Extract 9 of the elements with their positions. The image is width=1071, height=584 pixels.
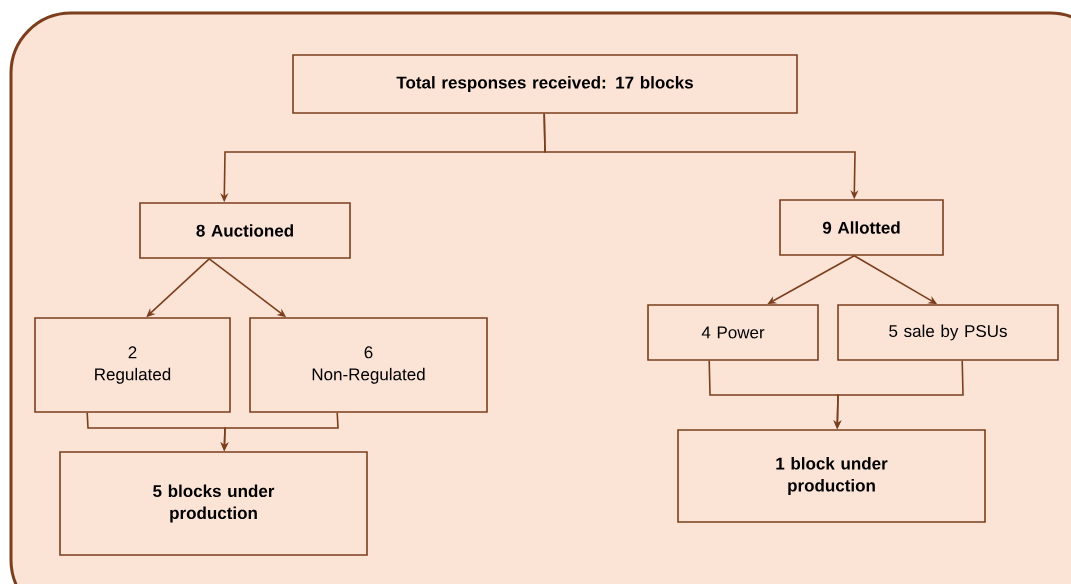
- process-box: 5 sale by PSUs: [837, 304, 1059, 361]
- process-box: 2 Regulated: [34, 317, 231, 413]
- process-box: Total responses received: 17 blocks: [292, 54, 798, 114]
- process-box: 1 block under production: [677, 429, 986, 523]
- process-box: 6 Non-Regulated: [249, 317, 488, 413]
- process-box: 4 Power: [647, 304, 819, 361]
- process-box: 5 blocks under production: [59, 451, 368, 556]
- process-box: 8 Auctioned: [139, 202, 351, 259]
- process-box: 9 Allotted: [779, 199, 944, 256]
